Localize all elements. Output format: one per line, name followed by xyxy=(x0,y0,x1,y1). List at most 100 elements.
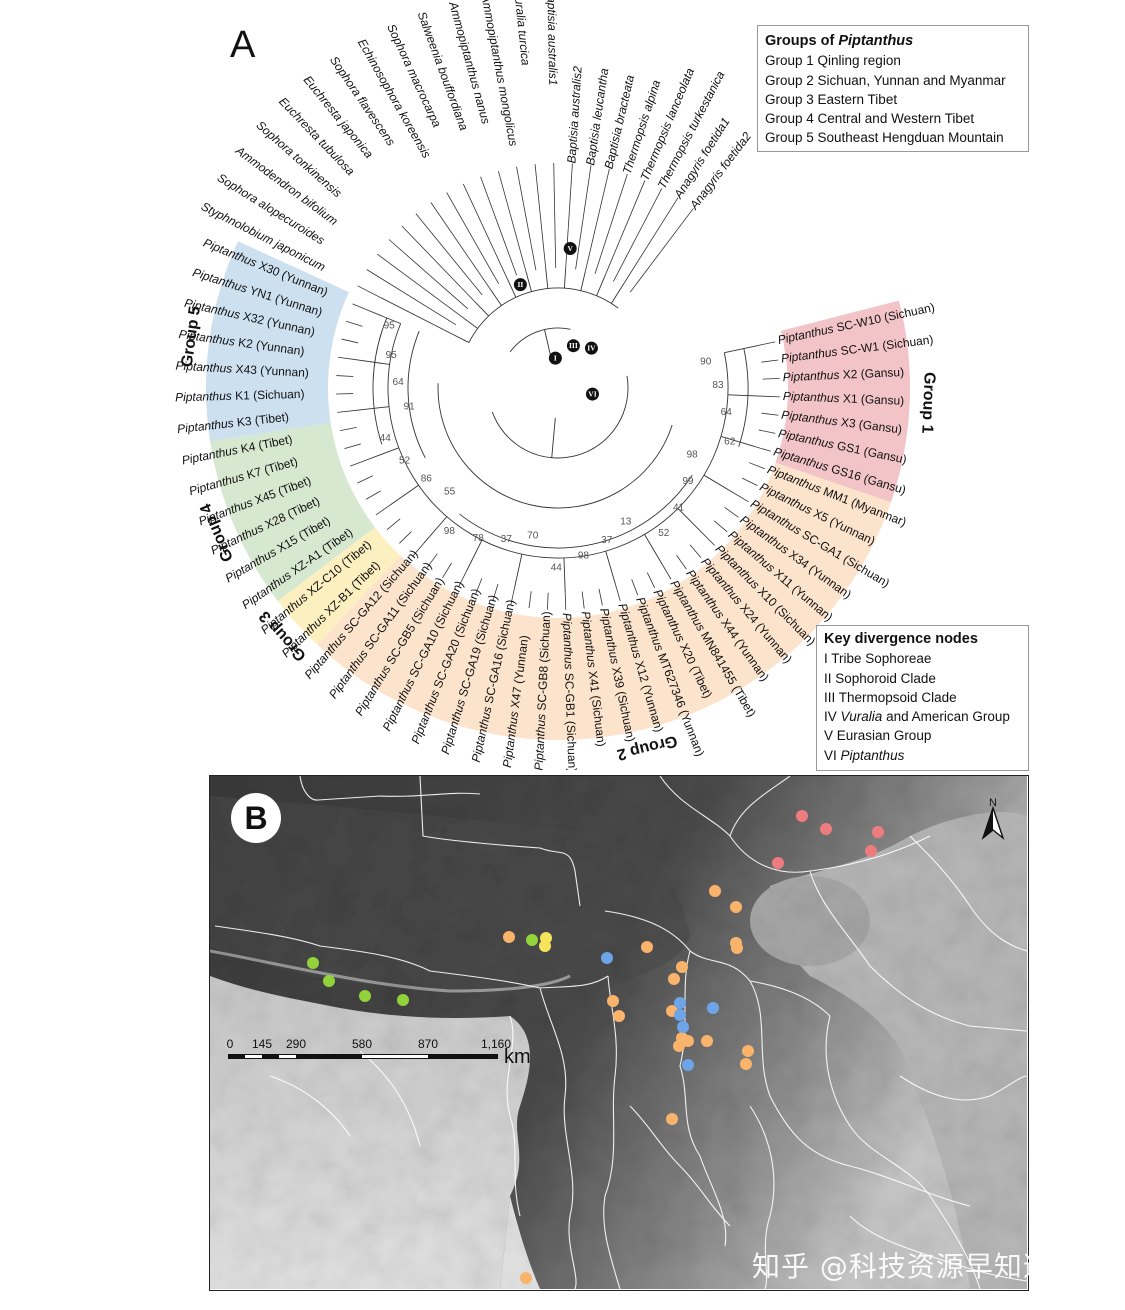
scale-bar: 0 145 290 580 870 1,160 km xyxy=(227,1037,531,1068)
tip-label: Piptanthus X1 (Gansu) xyxy=(783,389,905,408)
tree-branch xyxy=(430,202,491,290)
tree-branch xyxy=(703,474,735,494)
tree-branch xyxy=(462,183,508,280)
bootstrap-values: 9083646298994152133798447037789855865244… xyxy=(380,320,736,573)
tree-branch xyxy=(415,213,483,296)
sample-point xyxy=(772,857,784,869)
tree-branch xyxy=(480,176,518,276)
tree-branch xyxy=(528,591,532,609)
tip-label: Piptanthus K3 (Tibet) xyxy=(176,410,289,436)
tree-branch xyxy=(513,554,523,589)
tree-branch xyxy=(386,518,401,530)
tree-branch xyxy=(733,492,749,503)
sample-point xyxy=(307,957,319,969)
tree-branch xyxy=(401,225,476,302)
bootstrap-value: 64 xyxy=(721,407,733,418)
tree-branch xyxy=(461,316,478,329)
tree-branch xyxy=(724,344,759,354)
sample-point xyxy=(673,1040,685,1052)
tree-branch xyxy=(758,429,776,434)
bootstrap-value: 99 xyxy=(682,476,694,487)
tree-branch xyxy=(741,477,758,486)
tree-branch-arc xyxy=(509,327,571,353)
divergence-node-marker: V xyxy=(563,242,577,256)
tree-branch xyxy=(344,443,361,449)
bootstrap-value: 37 xyxy=(501,534,513,545)
tip-label: Baptisia australis2 xyxy=(565,65,585,163)
sample-point xyxy=(641,941,653,953)
tree-branch xyxy=(366,269,457,326)
map-canvas: N 0 145 290 580 870 1,160 km xyxy=(210,776,1027,1289)
tree-branch xyxy=(598,588,603,606)
tree-branch xyxy=(564,592,567,610)
tree-branch-arc xyxy=(372,317,388,445)
tree-branch xyxy=(450,333,470,343)
bootstrap-value: 86 xyxy=(421,473,433,484)
tree-branch xyxy=(510,588,515,606)
bootstrap-value: 37 xyxy=(601,535,613,546)
tree-branch xyxy=(365,490,381,500)
tree-branch xyxy=(346,320,363,327)
tree-branch xyxy=(341,338,359,344)
tree-branch xyxy=(563,268,567,289)
svg-text:V: V xyxy=(567,244,573,253)
group-sector xyxy=(205,241,349,442)
bootstrap-value: 95 xyxy=(386,350,398,361)
divergence-node-marker: IV xyxy=(584,341,598,355)
sample-point xyxy=(709,885,721,897)
tree-branch xyxy=(621,197,679,287)
group-sector xyxy=(316,462,891,740)
key-node-item: I Tribe Sophoreae xyxy=(824,651,932,667)
tree-branch xyxy=(613,188,663,282)
tree-branch xyxy=(594,173,628,274)
sample-point xyxy=(707,1002,719,1014)
tree-branch-arc xyxy=(437,383,673,509)
tree-branch xyxy=(426,553,438,568)
tip-label: Piptanthus X43 (Yunnan) xyxy=(175,359,309,380)
group-label: Group 1 xyxy=(918,372,937,434)
tree-branch xyxy=(475,578,483,595)
tree-branch xyxy=(761,359,779,363)
tree-branch xyxy=(585,168,610,272)
tree-branch xyxy=(389,484,419,506)
sample-point xyxy=(682,1059,694,1071)
tree-branch-arc xyxy=(738,348,749,447)
tree-branch xyxy=(354,359,390,365)
tree-branch xyxy=(399,531,412,544)
tree-branch xyxy=(340,426,357,432)
key-node-item: VI Piptanthus xyxy=(824,747,905,763)
tree-branch-arc xyxy=(468,287,619,343)
tree-branch xyxy=(375,504,391,516)
groups-legend: Groups of Piptanthus Group 1 Qinling reg… xyxy=(757,25,1029,152)
groups-legend-item: Group 4 Central and Western Tibet xyxy=(765,111,975,127)
bootstrap-value: 55 xyxy=(444,486,456,497)
distribution-map: N 0 145 290 580 870 1,160 km B xyxy=(209,775,1029,1291)
scale-tick: 580 xyxy=(352,1037,372,1051)
bootstrap-value: 44 xyxy=(380,433,392,444)
key-nodes-legend-title: Key divergence nodes xyxy=(824,631,978,647)
tree-branch xyxy=(762,395,780,398)
tree-branch xyxy=(507,278,517,298)
sample-point xyxy=(601,952,613,964)
svg-text:III: III xyxy=(569,341,578,350)
bootstrap-value: 52 xyxy=(399,456,411,467)
group-sectors xyxy=(205,241,910,740)
sample-point xyxy=(701,1035,713,1047)
tree-branch xyxy=(758,341,776,346)
tree-branch xyxy=(474,301,489,317)
sample-point xyxy=(607,995,619,1007)
tree-branch xyxy=(677,508,703,534)
tree-branch xyxy=(596,277,605,296)
scale-tick: 290 xyxy=(286,1037,306,1051)
groups-legend-item: Group 1 Qinling region xyxy=(765,53,901,69)
north-arrow-label: N xyxy=(989,797,997,809)
sample-point xyxy=(865,845,877,857)
scale-tick: 1,160 xyxy=(481,1037,511,1051)
tree-branch xyxy=(357,475,373,484)
tree-branch xyxy=(702,533,715,546)
svg-text:II: II xyxy=(517,280,523,289)
sample-point xyxy=(674,1009,686,1021)
bootstrap-value: 52 xyxy=(658,528,670,539)
divergence-node-marker: I xyxy=(548,351,562,365)
